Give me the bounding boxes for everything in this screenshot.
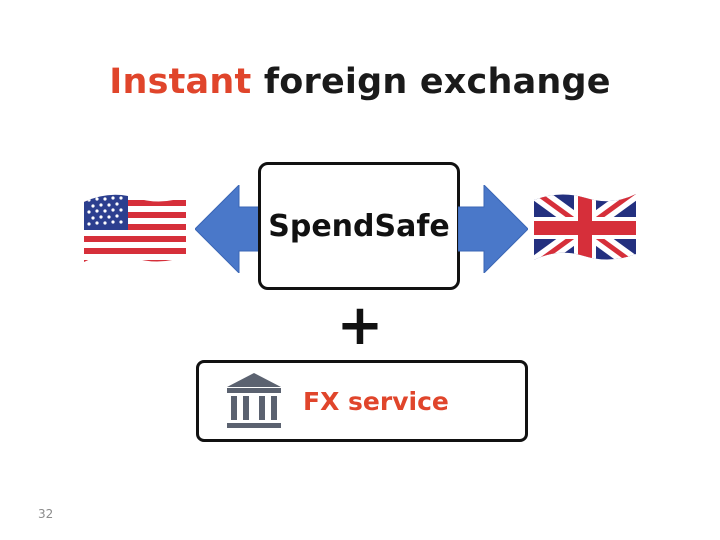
left-arrow-icon (195, 185, 265, 273)
uk-flag-icon (530, 188, 640, 268)
bank-icon (223, 371, 285, 433)
spendsafe-box: SpendSafe (258, 162, 460, 290)
slide-title: Instant foreign exchange (0, 62, 720, 102)
spendsafe-label: SpendSafe (268, 208, 450, 244)
right-arrow-icon (458, 185, 528, 273)
title-accent: Instant (109, 62, 252, 102)
us-flag-icon (80, 188, 190, 268)
fx-service-box: FX service (196, 360, 528, 442)
title-rest: foreign exchange (263, 62, 611, 102)
slide-number: 32 (38, 507, 54, 521)
fx-service-label: FX service (303, 387, 449, 416)
plus-sign: + (336, 293, 384, 358)
